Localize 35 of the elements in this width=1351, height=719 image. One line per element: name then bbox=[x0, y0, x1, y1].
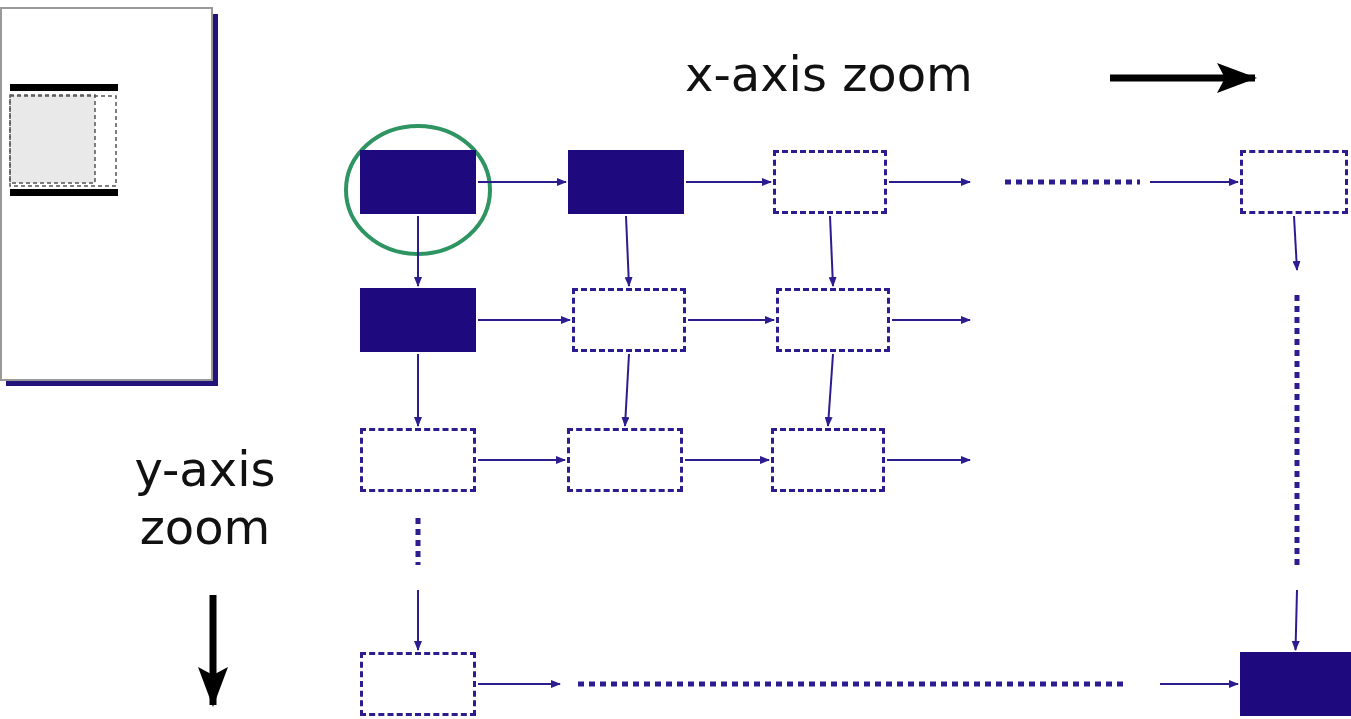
axis-label: x-axis zoom bbox=[685, 45, 974, 103]
arrow bbox=[1292, 215, 1301, 271]
dashed-box bbox=[776, 288, 890, 352]
arrow bbox=[624, 215, 633, 287]
arrow bbox=[684, 456, 770, 464]
arrow bbox=[621, 353, 630, 427]
filled-box bbox=[360, 288, 476, 352]
arrow bbox=[477, 178, 567, 186]
dashed-box bbox=[567, 428, 683, 492]
filled-box bbox=[568, 150, 684, 214]
dashed-box bbox=[360, 652, 476, 716]
arrow bbox=[1159, 680, 1239, 688]
dashed-box bbox=[771, 428, 885, 492]
arrow bbox=[414, 353, 422, 427]
arrow bbox=[687, 316, 775, 324]
filled-box bbox=[360, 150, 476, 214]
arrow bbox=[1149, 178, 1239, 186]
arrow bbox=[828, 215, 837, 287]
arrow bbox=[477, 316, 571, 324]
dashed-box bbox=[572, 288, 686, 352]
arrow bbox=[477, 456, 566, 464]
arrow bbox=[886, 456, 971, 464]
arrow bbox=[888, 178, 971, 186]
filled-box bbox=[1240, 652, 1351, 716]
arrow bbox=[685, 178, 772, 186]
dashed-box bbox=[360, 428, 476, 492]
arrow bbox=[824, 353, 834, 427]
axis-label: y-axis zoom bbox=[133, 440, 277, 556]
dashed-box bbox=[773, 150, 887, 214]
arrow bbox=[1291, 589, 1300, 651]
dashed-box bbox=[1240, 150, 1348, 214]
arrow bbox=[414, 589, 422, 651]
arrow bbox=[414, 215, 422, 287]
arrow bbox=[477, 680, 561, 688]
arrow bbox=[891, 316, 971, 324]
